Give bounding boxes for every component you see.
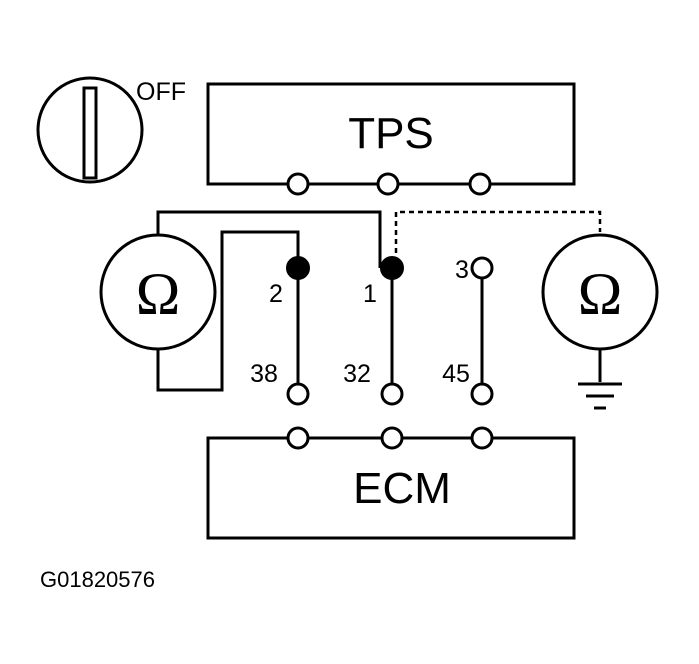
ignition-key-slot: [82, 86, 98, 180]
pin-label-45: 45: [442, 360, 470, 388]
switch-state-label: OFF: [136, 78, 186, 106]
right-ohmmeter-body: [541, 233, 659, 351]
tps-terminal-left: [286, 172, 310, 196]
pin-label-38: 38: [250, 360, 278, 388]
tps-label: TPS: [348, 109, 434, 158]
ecm-component: ECM: [206, 426, 576, 540]
ground-icon: [578, 382, 622, 410]
left-meter-lead-to-pin2: [156, 230, 300, 392]
pin-label-1: 1: [363, 280, 377, 308]
pin-label-32: 32: [343, 360, 371, 388]
tps-pin-2-probed: [286, 256, 310, 280]
ecm-terminal-left: [286, 426, 310, 450]
ecm-pin-45: [470, 382, 494, 406]
tps-box: [206, 82, 576, 186]
pin-label-2: 2: [269, 280, 283, 308]
tps-pin-3: [470, 256, 494, 280]
left-ohmmeter-body: [99, 233, 217, 351]
pin-label-3: 3: [455, 256, 469, 284]
ecm-label: ECM: [353, 464, 451, 513]
ecm-pin-32: [380, 382, 404, 406]
tps-terminal-right: [468, 172, 492, 196]
ecm-pin-38: [286, 382, 310, 406]
left-ohmmeter: Ω: [99, 233, 217, 351]
right-ohm-symbol: Ω: [578, 261, 623, 327]
tps-terminal-center: [376, 172, 400, 196]
tps-component: TPS: [206, 82, 576, 196]
right-meter-lead-to-pin1: [394, 210, 602, 262]
ecm-terminal-right: [470, 426, 494, 450]
ignition-switch: OFF: [36, 76, 186, 184]
tps-pin-1-probed: [380, 256, 404, 280]
left-ohm-symbol: Ω: [136, 261, 181, 327]
figure-code: G01820576: [40, 567, 155, 592]
ecm-terminal-center: [380, 426, 404, 450]
right-ohmmeter: Ω: [541, 233, 659, 351]
